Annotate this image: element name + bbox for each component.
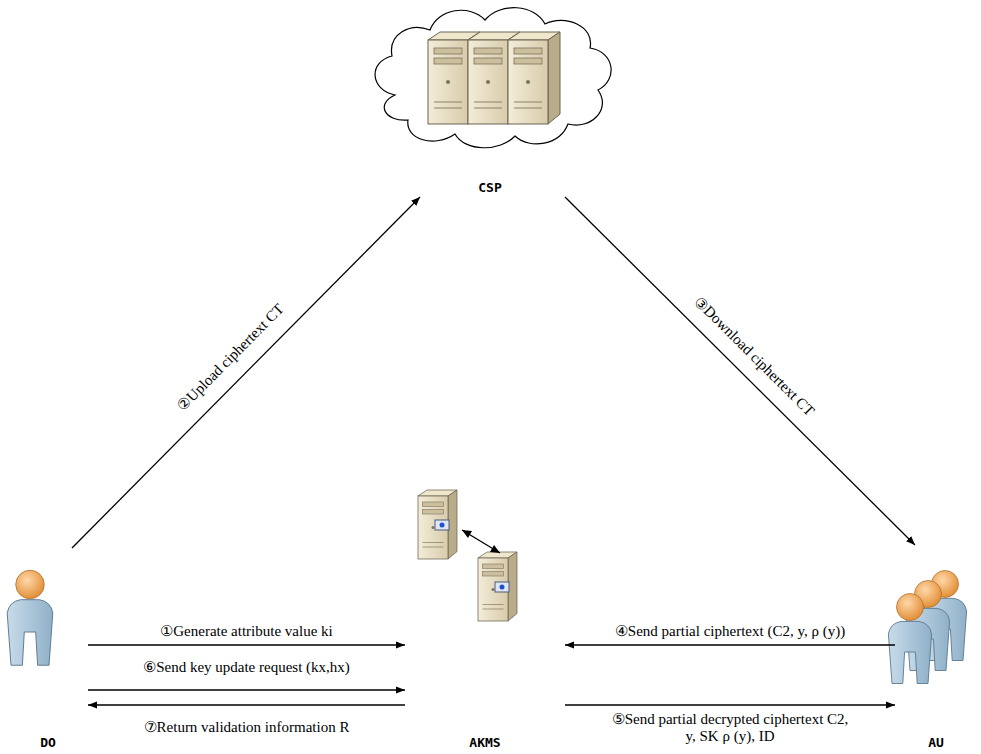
node-label: AKMS — [405, 735, 565, 750]
edge-label: ⑤Send partial decrypted ciphertext C2, y… — [603, 711, 857, 746]
node-label: DO — [8, 735, 88, 750]
cloud-node: CSP — [350, 5, 630, 197]
arrow-connector — [72, 197, 420, 548]
arrow-connector — [88, 704, 405, 705]
node-label: CSP — [350, 180, 630, 195]
node-label: AU — [895, 735, 977, 750]
edge-label: ⑥Send key update request (kx,hx) — [141, 659, 352, 676]
edge-label: ③Download ciphertext CT — [690, 292, 820, 421]
edge-label: ②Upload ciphertext CT — [173, 299, 289, 416]
arrow-connector — [565, 644, 895, 645]
edge-label: ④Send partial ciphertext (C2, y, ρ (y)) — [613, 623, 847, 640]
arrow-connector — [88, 644, 405, 645]
server-node: AKMS — [405, 482, 565, 752]
arrow-connector — [565, 197, 915, 545]
actor-node: AU — [895, 545, 977, 752]
edge-label: ①Generate attribute value ki — [158, 623, 335, 640]
arrow-connector — [88, 689, 405, 690]
arrow-connector — [565, 704, 895, 705]
actor-node: DO — [8, 548, 88, 752]
edge-label: ⑦Return validation information R — [142, 719, 352, 736]
